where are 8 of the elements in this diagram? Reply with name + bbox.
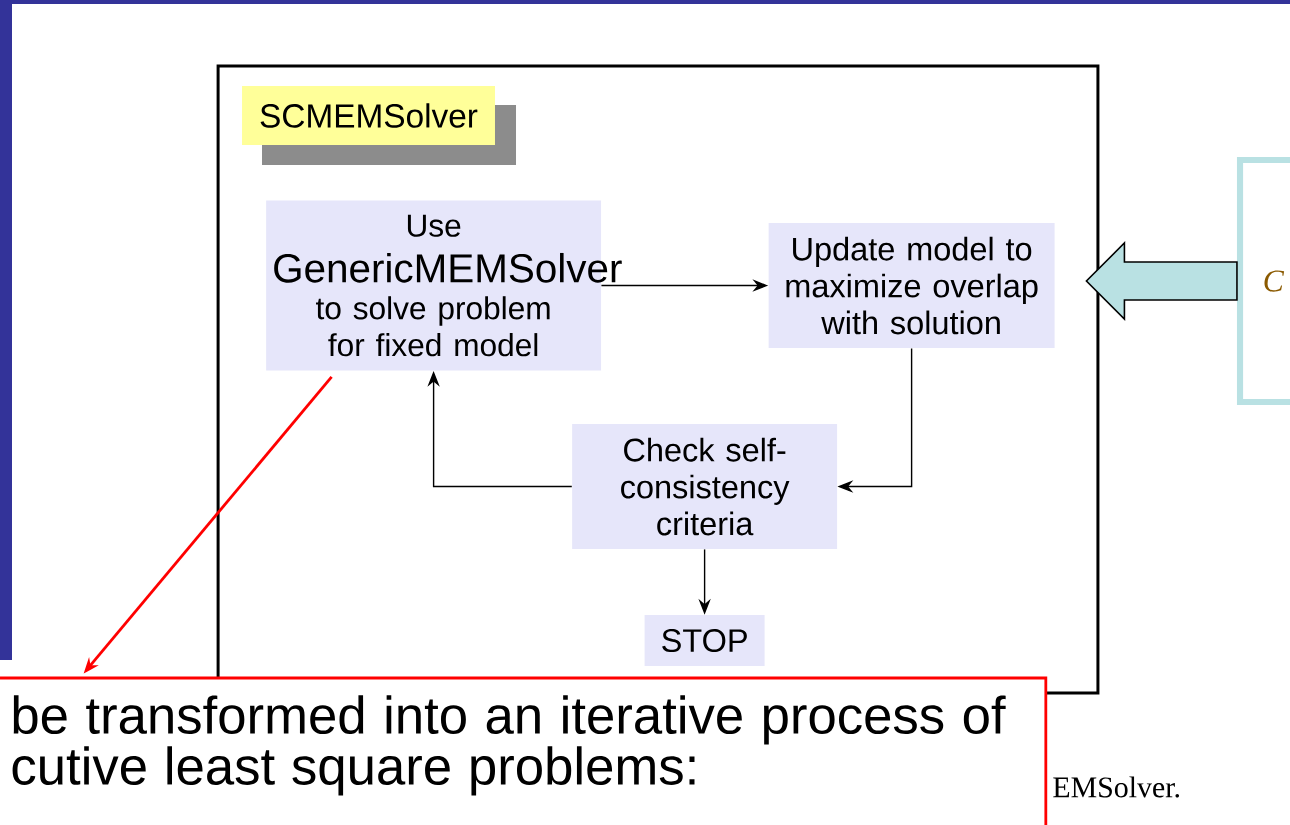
callout-box: be transformed into an iterative process of cutive least square problems:: [0, 676, 1048, 825]
block-arrow: [1085, 241, 1238, 321]
process-box: STOP: [644, 615, 765, 667]
process-box: Use GenericMEMSolver to solve problem for fixed model: [266, 200, 622, 371]
title-label: SCMEMSolver: [242, 86, 516, 165]
process-box: Update model to maximize overlap with solution: [768, 223, 1055, 349]
info-box: C: [1236, 156, 1290, 406]
process-box: Check self-consistency criteria: [572, 424, 838, 550]
